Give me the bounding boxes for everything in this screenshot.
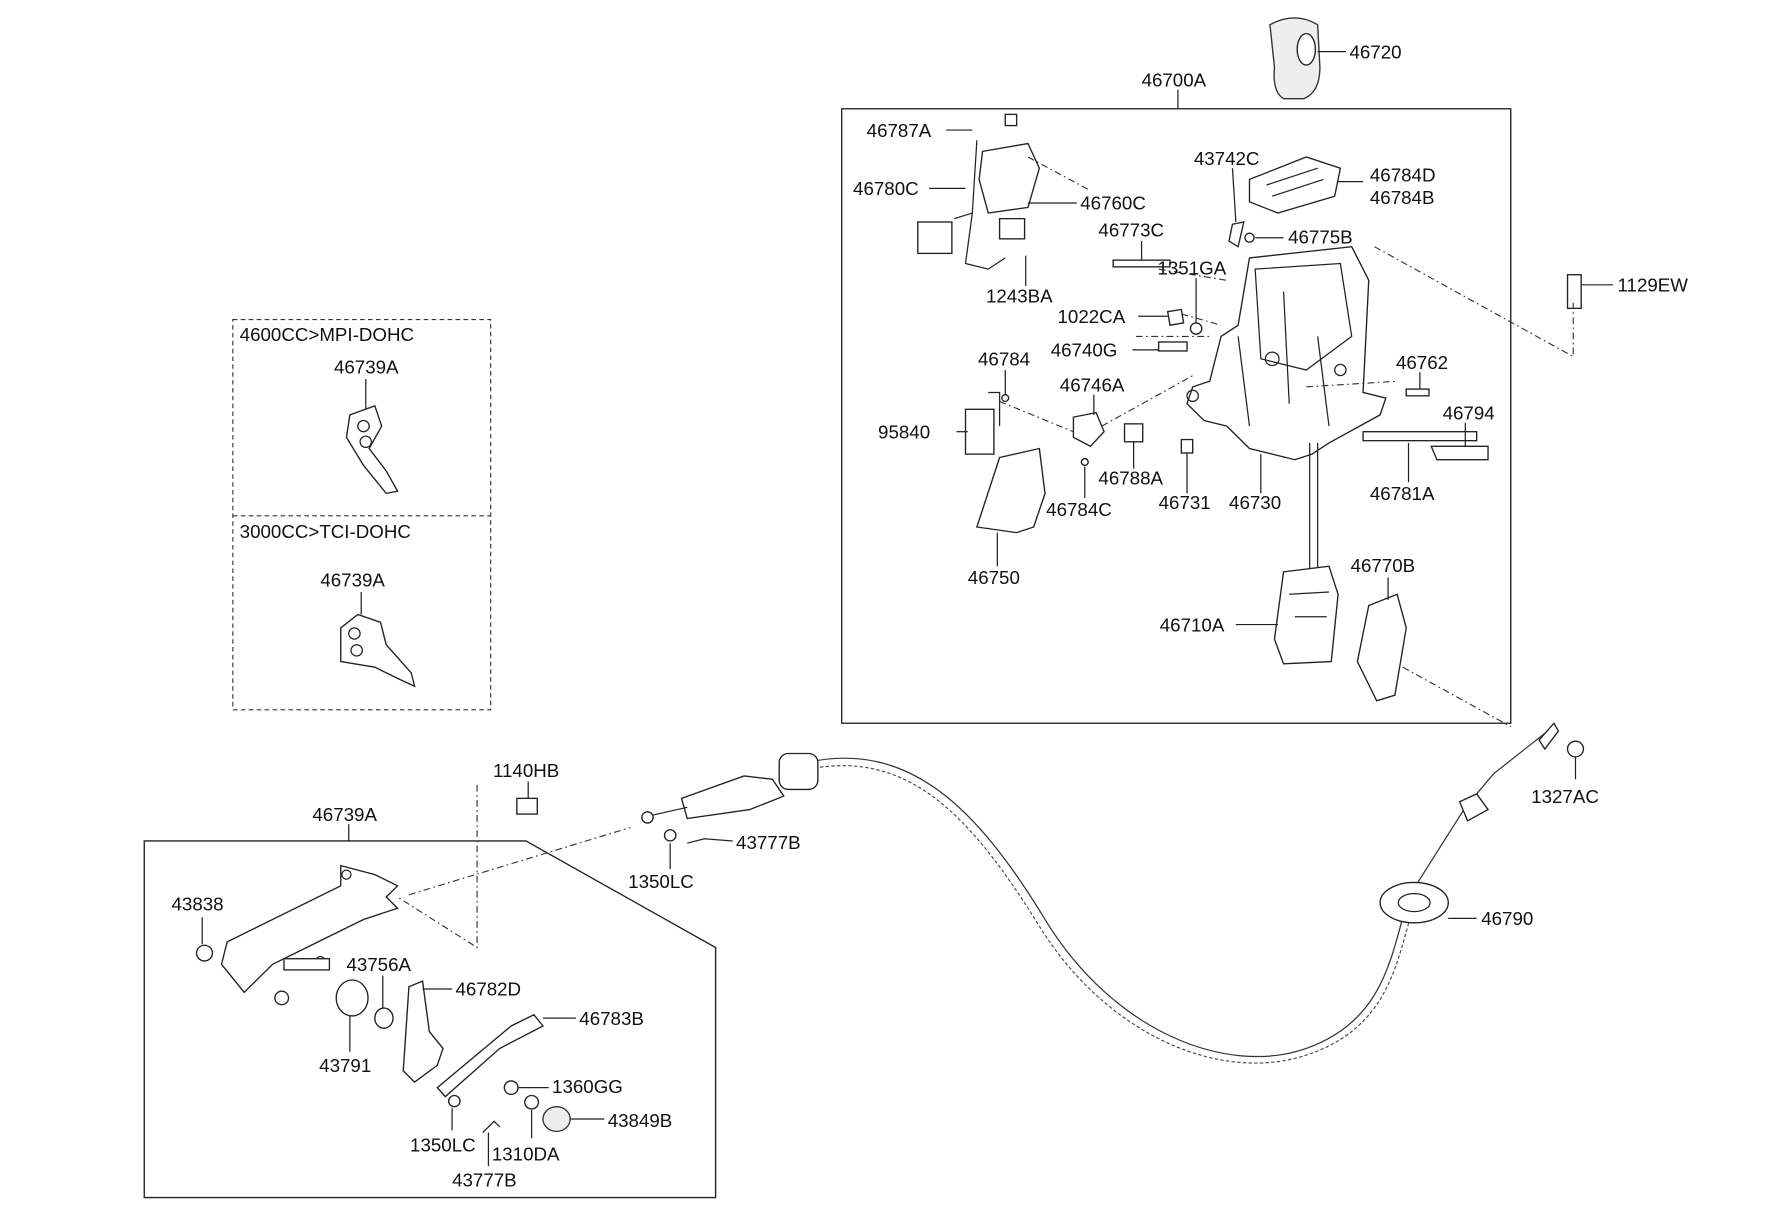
label-46784D[interactable]: 46784D [1370,165,1436,186]
label-46780C[interactable]: 46780C [853,178,919,199]
label-1243BA[interactable]: 1243BA [986,286,1053,307]
shift-knob [1269,17,1347,100]
lever-cover [975,447,1046,534]
label-46784B[interactable]: 46784B [1370,187,1435,208]
label-46770B[interactable]: 46770B [1351,555,1416,576]
lower-bracket-assembly [195,781,605,1167]
label-46784C[interactable]: 46784C [1046,499,1112,520]
label-1351GA[interactable]: 1351GA [1157,258,1226,279]
label-46782D[interactable]: 46782D [455,979,521,1000]
shift-gate-plate [1248,156,1364,214]
variant-box [232,319,492,711]
label-1360GG[interactable]: 1360GG [552,1076,623,1097]
label-1350LC[interactable]: 1350LC [628,871,694,892]
label-46720[interactable]: 46720 [1349,41,1401,62]
label-46781A[interactable]: 46781A [1370,483,1435,504]
label-46762[interactable]: 46762 [1396,352,1448,373]
label-46784[interactable]: 46784 [978,349,1030,370]
label-95840[interactable]: 95840 [878,422,930,443]
shift-cable [408,722,1585,1064]
label-43742C[interactable]: 43742C [1194,148,1260,169]
label-46730[interactable]: 46730 [1229,492,1281,513]
label-46775B[interactable]: 46775B [1288,226,1353,247]
label-43756A[interactable]: 43756A [346,954,411,975]
label-1350LC-lower[interactable]: 1350LC [410,1135,476,1156]
assembly-frame-46700A [841,108,1512,724]
label-43838[interactable]: 43838 [172,894,224,915]
label-46787A[interactable]: 46787A [867,120,932,141]
label-46739A-mpi[interactable]: 46739A [334,357,399,378]
label-46700A[interactable]: 46700A [1142,69,1207,90]
label-46710A[interactable]: 46710A [1160,614,1225,635]
part-labels: 46720 46700A 46787A 46780C 46760C 43742C… [172,41,1689,1190]
small-parts [1001,168,1613,498]
label-1327AC[interactable]: 1327AC [1531,786,1599,807]
label-1129EW[interactable]: 1129EW [1618,275,1689,296]
label-46773C[interactable]: 46773C [1098,220,1164,241]
label-46731[interactable]: 46731 [1159,492,1211,513]
shifter-housing [1186,245,1387,494]
label-1022CA[interactable]: 1022CA [1058,306,1126,327]
indicator-assembly [917,113,1077,455]
shift-rod-linkage [1235,442,1407,702]
label-46739A[interactable]: 46739A [312,804,377,825]
bracket-variant-tci [340,592,416,688]
label-46783B[interactable]: 46783B [579,1008,644,1029]
label-46794[interactable]: 46794 [1443,402,1495,423]
label-1140HB[interactable]: 1140HB [493,760,559,781]
label-46760C[interactable]: 46760C [1080,193,1146,214]
label-43777B-lower[interactable]: 43777B [452,1169,517,1190]
label-46746A[interactable]: 46746A [1060,374,1125,395]
bracket-variant-mpi [345,378,399,495]
label-1310DA[interactable]: 1310DA [492,1144,560,1165]
label-43777B[interactable]: 43777B [736,832,801,853]
variant-condition-mpi: 4600CC>MPI-DOHC [240,324,414,345]
label-46750[interactable]: 46750 [968,567,1020,588]
bracket-assembly-frame [143,840,717,1199]
label-43849B[interactable]: 43849B [608,1110,673,1131]
label-46740G[interactable]: 46740G [1051,340,1118,361]
variant-condition-tci: 3000CC>TCI-DOHC [240,521,411,542]
label-43791[interactable]: 43791 [319,1055,371,1076]
label-46739A-tci[interactable]: 46739A [320,570,385,591]
label-46788A[interactable]: 46788A [1098,468,1163,489]
label-46790[interactable]: 46790 [1481,908,1533,929]
